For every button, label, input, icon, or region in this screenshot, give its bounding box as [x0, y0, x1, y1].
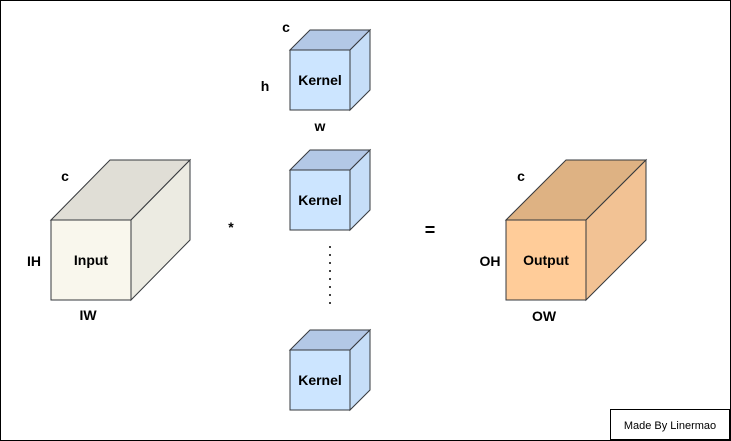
- convolve-operator: *: [228, 219, 234, 235]
- kernel-cube: Kernel: [288, 328, 372, 412]
- kernel-label: Kernel: [298, 372, 342, 388]
- input-cube-front: [50, 219, 132, 301]
- output-label: Output: [523, 252, 569, 268]
- kernel-width-label: w: [314, 118, 326, 134]
- kernel-cube: Kernel: [288, 148, 372, 232]
- output-width-label: OW: [532, 308, 557, 324]
- kernel-cube-front: [289, 49, 351, 111]
- input-depth-label: c: [61, 168, 69, 184]
- kernel-height-label: h: [261, 78, 270, 94]
- kernel-label: Kernel: [298, 72, 342, 88]
- credit-frame: [610, 409, 730, 440]
- kernel-label: Kernel: [298, 192, 342, 208]
- kernel-cube-front: [289, 349, 351, 411]
- input-width-label: IW: [79, 307, 97, 323]
- output-cube-front: [505, 219, 587, 301]
- credit-text: Made By Linermao: [624, 420, 716, 432]
- equals-operator: =: [425, 220, 436, 240]
- kernel-cube-front: [289, 169, 351, 231]
- credit-box: Made By Linermao: [610, 409, 730, 440]
- output-depth-label: c: [517, 168, 525, 184]
- input-label: Input: [74, 252, 109, 268]
- kernel-depth-label: c: [282, 19, 290, 35]
- input-cube: Input: [49, 158, 192, 302]
- output-height-label: OH: [480, 253, 501, 269]
- kernel-cube: Kernel: [288, 28, 372, 112]
- output-cube: Output: [504, 158, 648, 302]
- input-height-label: IH: [27, 253, 41, 269]
